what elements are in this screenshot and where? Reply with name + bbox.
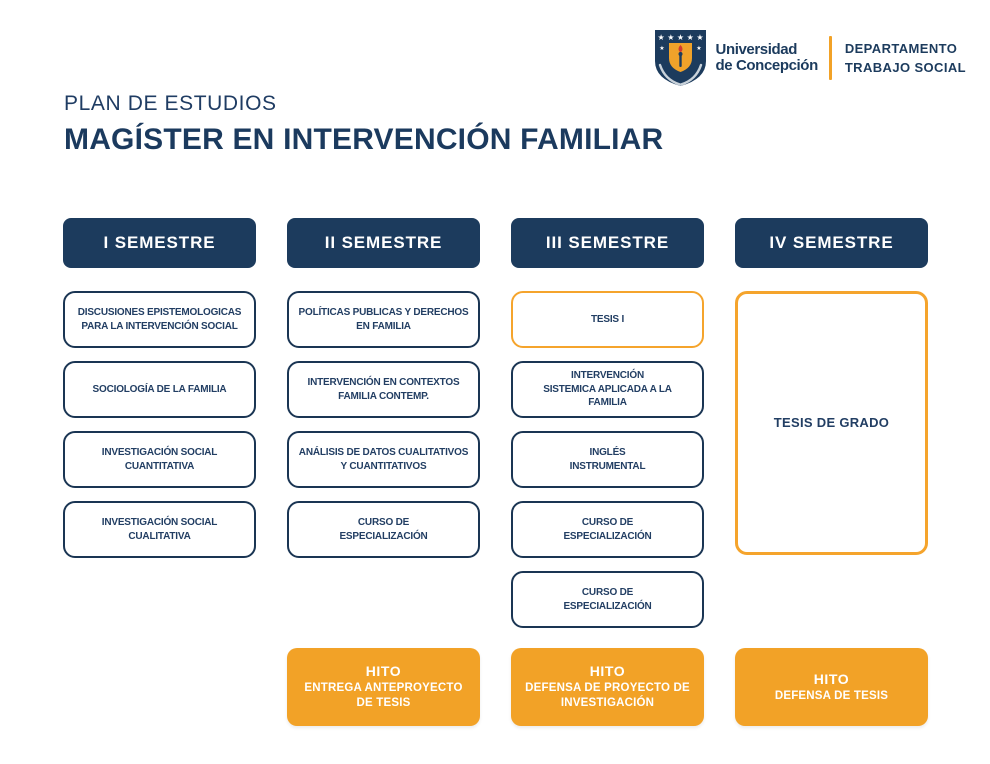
course-box: INVESTIGACIÓN SOCIAL CUANTITATIVA — [63, 431, 256, 488]
course-box-tesis-1: TESIS I — [511, 291, 704, 348]
plan-kicker: PLAN DE ESTUDIOS — [64, 92, 277, 115]
hito-title: HITO — [813, 670, 850, 687]
course-box: INGLÉS INSTRUMENTAL — [511, 431, 704, 488]
course-box: ANÁLISIS DE DATOS CUALITATIVOS Y CUANTIT… — [287, 431, 480, 488]
hito-subtitle: DEFENSA DE PROYECTO DE INVESTIGACIÓN — [525, 682, 690, 709]
svg-text:★ ★ ★ ★ ★: ★ ★ ★ ★ ★ — [657, 33, 703, 42]
course-box: SOCIOLOGÍA DE LA FAMILIA — [63, 361, 256, 418]
course-box: INTERVENCIÓN EN CONTEXTOS FAMILIA CONTEM… — [287, 361, 480, 418]
semester-2-header: II SEMESTRE — [287, 218, 480, 268]
university-name: Universidad de Concepción — [715, 41, 819, 74]
department-name: DEPARTAMENTO TRABAJO SOCIAL — [845, 39, 966, 78]
page-title: MAGÍSTER EN INTERVENCIÓN FAMILIAR — [64, 123, 664, 156]
department-line1: DEPARTAMENTO — [844, 40, 958, 56]
university-name-line1: Universidad — [715, 41, 798, 59]
semester-3-header: III SEMESTRE — [511, 218, 704, 268]
hito-defensa-tesis: HITO DEFENSA DE TESIS — [735, 648, 928, 726]
hito-title: HITO — [365, 663, 402, 680]
course-box: DISCUSIONES EPISTEMOLOGICAS PARA LA INTE… — [63, 291, 256, 348]
hito-title: HITO — [589, 663, 626, 680]
course-box: CURSO DE ESPECIALIZACIÓN — [287, 501, 480, 558]
course-box: INTERVENCIÓN SISTEMICA APLICADA A LA FAM… — [511, 361, 704, 418]
brand-header: ★ ★ ★ ★ ★ ★ ★ Universidad de Concepción … — [652, 27, 966, 89]
course-box: CURSO DE ESPECIALIZACIÓN — [511, 571, 704, 628]
course-box: INVESTIGACIÓN SOCIAL CUALITATIVA — [63, 501, 256, 558]
hito-subtitle: ENTREGA ANTEPROYECTO DE TESIS — [304, 682, 463, 709]
semester-1-header: I SEMESTRE — [63, 218, 256, 268]
hito-entrega-anteproyecto: HITO ENTREGA ANTEPROYECTO DE TESIS — [287, 648, 480, 726]
department-line2: TRABAJO SOCIAL — [844, 60, 966, 75]
semester-4-header: IV SEMESTRE — [735, 218, 928, 268]
university-logo-shield-icon: ★ ★ ★ ★ ★ ★ ★ — [654, 30, 706, 86]
hito-subtitle: DEFENSA DE TESIS — [774, 689, 889, 702]
column-semester-2: II SEMESTRE POLÍTICAS PUBLICAS Y DERECHO… — [287, 218, 480, 730]
course-box: POLÍTICAS PUBLICAS Y DERECHOS EN FAMILIA — [287, 291, 480, 348]
course-box-tesis-de-grado: TESIS DE GRADO — [735, 291, 928, 555]
column-semester-1: I SEMESTRE DISCUSIONES EPISTEMOLOGICAS P… — [63, 218, 256, 730]
university-name-line2: de Concepción — [715, 57, 819, 74]
column-semester-3: III SEMESTRE TESIS I INTERVENCIÓN SISTEM… — [511, 218, 704, 730]
svg-text:★: ★ — [659, 45, 664, 52]
hito-defensa-proyecto: HITO DEFENSA DE PROYECTO DE INVESTIGACIÓ… — [511, 648, 704, 726]
svg-text:★: ★ — [696, 45, 701, 52]
brand-divider — [828, 36, 832, 80]
semester-board: I SEMESTRE DISCUSIONES EPISTEMOLOGICAS P… — [63, 218, 928, 730]
column-semester-4: IV SEMESTRE TESIS DE GRADO HITO DEFENSA … — [735, 218, 928, 730]
course-box: CURSO DE ESPECIALIZACIÓN — [511, 501, 704, 558]
title-block: PLAN DE ESTUDIOS MAGÍSTER EN INTERVENCIÓ… — [64, 92, 663, 157]
